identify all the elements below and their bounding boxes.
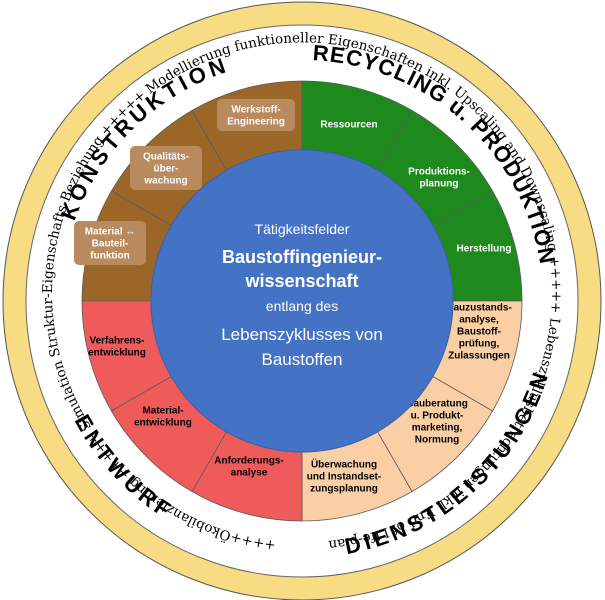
segment-label-line: Überwachung: [311, 458, 377, 471]
segment-label-box: [130, 146, 202, 190]
segment-label-box: [74, 221, 146, 265]
segment-label-line: zungsplanung: [310, 484, 378, 495]
center-title-bold-2: wissenschaft: [244, 271, 358, 291]
segment-label-line: Herstellung: [456, 244, 511, 255]
center-subtitle-3: Baustoffen: [262, 350, 343, 369]
segment-label-konstruktion-2: Qualitäts-über-wachung: [130, 146, 202, 190]
center-subtitle-1: entlang des: [266, 298, 338, 314]
segment-label-line: Qualitäts-: [143, 152, 189, 163]
segment-label-konstruktion-1: Material ↔Bauteil-funktion: [74, 221, 146, 265]
segment-label-line: Material ↔: [85, 227, 136, 238]
segment-label-entwurf-3: Verfahrens-entwicklung: [88, 336, 146, 359]
segment-label-line: marketing,: [412, 423, 463, 434]
segment-label-line: Anforderungs-: [214, 456, 283, 467]
segment-label-line: Zulassungen: [448, 351, 510, 362]
segment-label-line: Werkstoff-: [231, 105, 280, 116]
center-title-bold-1: Baustoffingenieur-: [222, 247, 382, 267]
segment-label-line: und Instandset-: [307, 472, 381, 483]
segment-label-recycling-3: Herstellung: [456, 244, 511, 255]
segment-label-line: wachung: [143, 176, 187, 187]
segment-label-recycling-1: Ressourcen: [320, 120, 377, 131]
segment-label-line: entwicklung: [88, 348, 146, 359]
segment-label-line: Ressourcen: [320, 120, 377, 131]
segment-label-line: Produktions-: [408, 167, 470, 178]
segment-label-line: analyse,: [459, 315, 499, 326]
segment-label-line: u. Produkt-: [411, 411, 464, 422]
segment-label-entwurf-1: Anforderungs-analyse: [214, 456, 283, 479]
segment-labels-layer: Material ↔Bauteil-funktion Qualitäts-über…: [74, 99, 512, 495]
center-title-small: Tätigkeitsfelder: [255, 221, 350, 237]
segment-label-line: funktion: [90, 251, 129, 262]
segment-label-line: Baustoff-: [457, 327, 501, 338]
segment-label-entwurf-2: Material-entwicklung: [134, 406, 192, 429]
segment-label-konstruktion-3: Werkstoff-Engineering: [216, 99, 296, 131]
segment-label-line: Bauzustands-: [446, 303, 512, 314]
segment-label-line: prüfung,: [459, 339, 500, 350]
segment-label-dienstleistungen-1: Bauzustands-analyse,Baustoff-prüfung,Zul…: [446, 303, 512, 362]
segment-label-recycling-2: Produktions-planung: [408, 167, 470, 190]
segment-label-line: über-: [154, 164, 179, 175]
center-circle: [150, 149, 454, 453]
segment-label-line: analyse: [231, 468, 268, 479]
segment-label-box: [216, 99, 296, 131]
segment-label-line: Bauteil-: [92, 239, 129, 250]
center-subtitle-2: Lebenszyklusses von: [221, 325, 383, 344]
segment-label-line: Material-: [142, 406, 183, 417]
segment-label-line: Verfahrens-: [89, 336, 144, 347]
segment-label-line: entwicklung: [134, 418, 192, 429]
segment-label-line: planung: [420, 179, 459, 190]
segment-label-line: Normung: [415, 435, 459, 446]
segment-label-line: Bauberatung: [406, 399, 468, 410]
segment-label-line: Engineering: [227, 117, 285, 128]
